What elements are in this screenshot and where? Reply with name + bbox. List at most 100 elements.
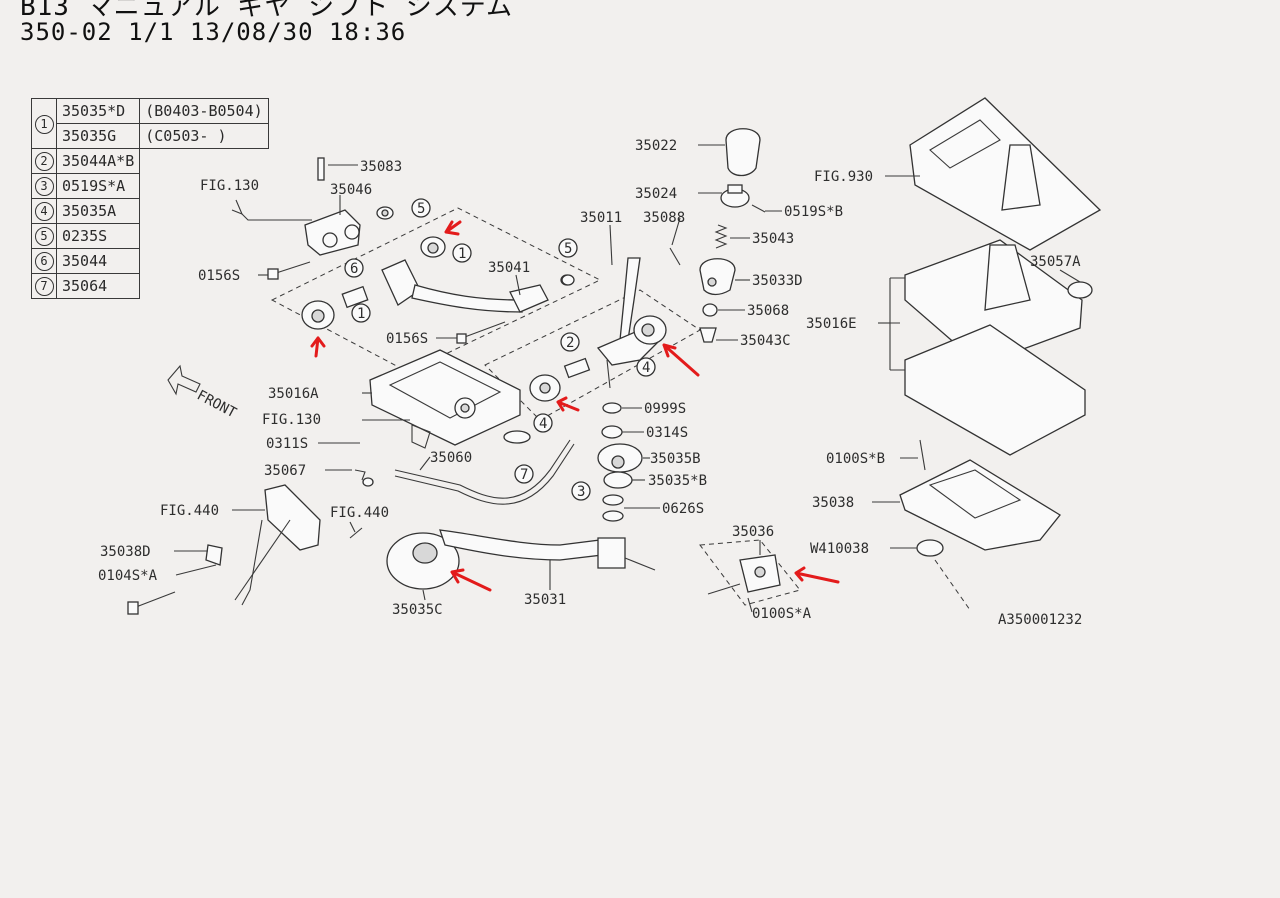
- mount-35036: [739, 554, 781, 593]
- label-35067: 35067: [264, 463, 306, 479]
- bolt-0100sa: [707, 583, 741, 595]
- washer-0314s: [601, 425, 623, 439]
- callout-3: 3: [571, 481, 591, 501]
- bolt-0104sa: [127, 591, 176, 615]
- label-35088: 35088: [643, 210, 685, 226]
- legend-row: 35035G(C0503- ): [32, 123, 269, 149]
- front-arrow-icon: [167, 364, 201, 396]
- housing-35016a: [369, 349, 521, 446]
- svg-text:5: 5: [564, 241, 572, 257]
- label-0100sb: 0100S*B: [826, 451, 885, 467]
- callout-5-top: 5: [411, 198, 431, 218]
- assembly-frame-mount: [699, 539, 801, 606]
- nut-35068: [702, 303, 718, 317]
- bushing-35035a-lower: [529, 374, 561, 402]
- label-35041: 35041: [488, 260, 530, 276]
- bracket-35046: [304, 157, 361, 256]
- bolt-35088: [669, 247, 681, 266]
- callout-7: 7: [514, 464, 534, 484]
- bracket-35038: [899, 459, 1061, 551]
- legend-number: 2: [31, 148, 57, 174]
- label-0100sa: 0100S*A: [752, 606, 812, 622]
- clip-35038d: [205, 544, 223, 566]
- grommet-35057a: [1067, 281, 1093, 299]
- svg-text:4: 4: [642, 360, 650, 376]
- label-35038: 35038: [812, 495, 854, 511]
- rod-35031: [386, 529, 656, 590]
- label-35035b: 35035B: [650, 451, 701, 467]
- rod-35041: [381, 259, 574, 313]
- label-35031: 35031: [524, 592, 566, 608]
- clip-0999s: [602, 402, 622, 414]
- collar-35044: [341, 285, 369, 309]
- label-35016e: 35016E: [806, 316, 857, 332]
- leader-lines: [174, 144, 1081, 613]
- legend-part-number: 0519S*A: [55, 173, 141, 199]
- bracket-fig440: [234, 484, 321, 606]
- label-0626s: 0626S: [662, 501, 704, 517]
- label-35033d: 35033D: [752, 273, 803, 289]
- label-35043c: 35043C: [740, 333, 791, 349]
- label-35016a: 35016A: [268, 386, 319, 402]
- label-0314s: 0314S: [646, 425, 688, 441]
- label-0156s-top: 0156S: [198, 268, 240, 284]
- boot-ring-35024: [720, 184, 750, 208]
- label-35024: 35024: [635, 186, 677, 202]
- pin-35067: [354, 469, 366, 481]
- legend-part-number: 35035G: [55, 123, 141, 149]
- callout-4-lower: 4: [533, 413, 553, 433]
- spring-35043: [714, 224, 728, 249]
- washer-0626s-a: [602, 494, 624, 506]
- washer-0626s-b: [602, 510, 624, 522]
- label-w410038: W410038: [810, 541, 869, 557]
- svg-text:3: 3: [577, 484, 585, 500]
- label-reference-code: A350001232: [998, 612, 1082, 628]
- label-35046: 35046: [330, 182, 372, 198]
- cable-35060: [394, 424, 575, 505]
- callout-5-mid: 5: [558, 238, 578, 258]
- label-0311s: 0311S: [266, 436, 308, 452]
- callout-4-upper: 4: [636, 357, 656, 377]
- washer-0235s-top: [376, 206, 394, 220]
- washer-0235s-mid: [561, 274, 575, 286]
- label-35057a: 35057A: [1030, 254, 1081, 270]
- label-35038d: 35038D: [100, 544, 151, 560]
- clip-35064: [503, 430, 531, 444]
- label-35022: 35022: [635, 138, 677, 154]
- diagram-subtitle: 350-02 1/1 13/08/30 18:36: [20, 18, 407, 46]
- label-0999s: 0999S: [644, 401, 686, 417]
- bushing-35035d-right: [420, 236, 446, 258]
- console-fig930: [909, 97, 1102, 251]
- svg-text:6: 6: [350, 261, 358, 277]
- label-35060: 35060: [430, 450, 472, 466]
- legend-part-number: 35064: [55, 273, 141, 299]
- label-fig440-left: FIG.440: [160, 503, 219, 519]
- boot-35016e: [904, 239, 1086, 456]
- callout-2: 2: [560, 332, 580, 352]
- bushing-35043c: [699, 327, 717, 343]
- label-0156s-mid: 0156S: [386, 331, 428, 347]
- label-35035b2: 35035*B: [648, 473, 707, 489]
- label-35083: 35083: [360, 159, 402, 175]
- callout-1-left: 1: [351, 303, 371, 323]
- red-arrow-4: [556, 396, 580, 412]
- bolt-fig440: [349, 527, 363, 539]
- svg-text:1: 1: [458, 246, 466, 262]
- legend-part-number: 35035A: [55, 198, 141, 224]
- legend-number: 7: [31, 273, 57, 299]
- plug-w410038: [916, 539, 944, 557]
- legend-range: (C0503- ): [139, 123, 269, 149]
- label-35068: 35068: [747, 303, 789, 319]
- legend-part-number: 0235S: [55, 223, 141, 249]
- washer-35035b2: [603, 471, 633, 489]
- label-0519sb: 0519S*B: [784, 204, 843, 220]
- red-arrow-2: [310, 336, 326, 358]
